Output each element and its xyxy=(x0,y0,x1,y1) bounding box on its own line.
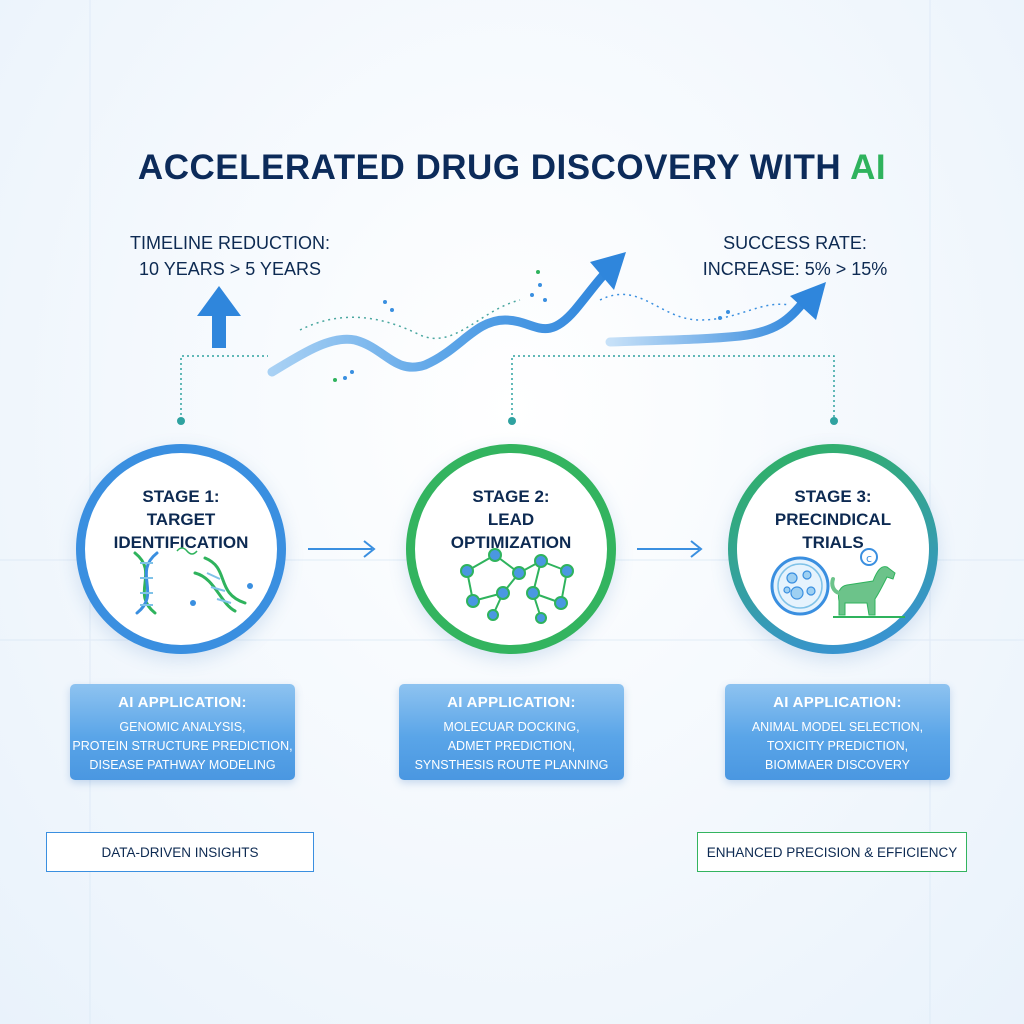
timeline-label: TIMELINE REDUCTION: xyxy=(129,233,330,253)
stage-1-name-line2: IDENTIFICATION xyxy=(113,533,249,552)
data-driven-insights-box: DATA-DRIVEN INSIGHTS xyxy=(46,832,314,872)
title-ai-highlight: AI xyxy=(850,148,887,187)
up-arrow-icon xyxy=(197,286,241,348)
timeline-value: 10 YEARS > 5 YEARS xyxy=(139,259,321,279)
page-title: ACCELERATED DRUG DISCOVERY WITH AI xyxy=(0,148,1024,188)
success-label: SUCCESS RATE: xyxy=(723,233,867,253)
ai-application-item: PROTEIN STRUCTURE PREDICTION, xyxy=(72,739,293,753)
ai-application-item: BIOMMAER DISCOVERY xyxy=(765,758,910,772)
stage-3-name-line2: TRIALS xyxy=(802,533,864,552)
ai-application-item: SYNSTHESIS ROUTE PLANNING xyxy=(414,758,609,772)
ai-application-box-2: AI APPLICATION: MOLECUAR DOCKING, ADMET … xyxy=(399,684,624,780)
success-wave-line xyxy=(605,295,810,347)
stage-1-number: STAGE 1: xyxy=(142,487,220,506)
success-metric: SUCCESS RATE: INCREASE: 5% > 15% xyxy=(660,230,930,282)
footer-right-label: ENHANCED PRECISION & EFFICIENCY xyxy=(706,844,958,860)
ai-application-title: AI APPLICATION: xyxy=(773,694,902,711)
wave-arrow-head-icon xyxy=(590,252,626,290)
svg-text:c: c xyxy=(866,552,872,565)
ai-application-title: AI APPLICATION: xyxy=(447,694,576,711)
stage-1-circle: STAGE 1: TARGET IDENTIFICATION xyxy=(76,444,286,654)
stage-2-circle: STAGE 2: LEAD OPTIMIZATION xyxy=(406,444,616,654)
molecule-network-icon xyxy=(460,548,574,624)
stage-2-number: STAGE 2: xyxy=(472,487,550,506)
stage-2-name-line2: OPTIMIZATION xyxy=(450,533,572,552)
title-text: ACCELERATED DRUG DISCOVERY WITH xyxy=(137,148,851,187)
stage-3-number: STAGE 3: xyxy=(794,487,872,506)
stage-2-name-line1: LEAD xyxy=(487,510,535,529)
ai-application-item: DISEASE PATHWAY MODELING xyxy=(89,758,276,772)
ai-application-item: ANIMAL MODEL SELECTION, xyxy=(751,720,924,734)
dotted-connectors xyxy=(180,355,835,420)
ai-application-box-3: AI APPLICATION: ANIMAL MODEL SELECTION, … xyxy=(725,684,950,780)
success-value: INCREASE: 5% > 15% xyxy=(702,259,888,279)
success-arrow-head-icon xyxy=(790,282,826,320)
stage-1-name-line1: TARGET xyxy=(146,510,216,529)
stage-3-circle: STAGE 3: PRECINDICAL TRIALS c xyxy=(728,444,938,654)
ai-application-box-1: AI APPLICATION: GENOMIC ANALYSIS, PROTEI… xyxy=(70,684,295,780)
timeline-metric: TIMELINE REDUCTION: 10 YEARS > 5 YEARS xyxy=(110,230,350,282)
footer-left-label: DATA-DRIVEN INSIGHTS xyxy=(101,844,259,860)
ai-application-item: ADMET PREDICTION, xyxy=(447,739,576,753)
stage-arrows xyxy=(308,540,703,558)
sparkle-dots xyxy=(343,283,730,380)
ai-application-title: AI APPLICATION: xyxy=(118,694,247,711)
growth-wave-line xyxy=(267,263,615,377)
ai-application-item: MOLECUAR DOCKING, xyxy=(443,720,580,734)
cell-and-animal-icon: c xyxy=(770,548,905,618)
precision-efficiency-box: ENHANCED PRECISION & EFFICIENCY xyxy=(697,832,967,872)
ai-application-item: GENOMIC ANALYSIS, xyxy=(119,720,246,734)
ai-application-item: TOXICITY PREDICTION, xyxy=(766,739,909,753)
stage-3-name-line1: PRECINDICAL xyxy=(774,510,892,529)
dna-icon xyxy=(133,547,253,615)
